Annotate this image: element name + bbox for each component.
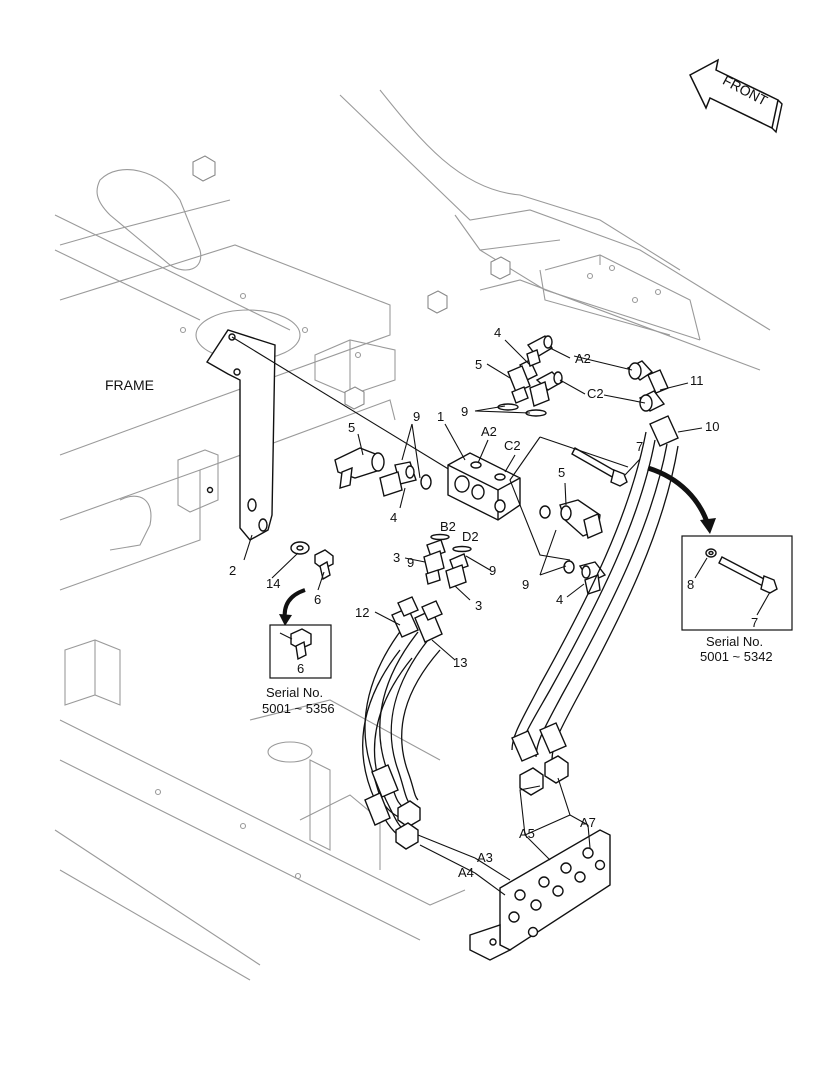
callout-6: 6 <box>314 592 321 607</box>
callout-labels: 4 5 A2 C2 9 9 1 A2 C2 5 4 B2 D2 9 9 3 3 … <box>229 325 719 880</box>
inset-left-serial-range: 5001 ~ 5356 <box>262 701 335 716</box>
callout-2: 2 <box>229 563 236 578</box>
callout-3: 3 <box>393 550 400 565</box>
callout-9: 9 <box>461 404 468 419</box>
callout-5: 5 <box>348 420 355 435</box>
hose-assembly-10-11 <box>511 360 679 796</box>
inset-left: 6 Serial No. 5001 ~ 5356 <box>262 624 335 716</box>
inset-right-item-7: 7 <box>751 615 758 630</box>
inset-right-serial-title: Serial No. <box>706 634 763 649</box>
inset-right: 8 7 Serial No. 5001 ~ 5342 <box>681 535 793 664</box>
callout-a5: A5 <box>519 826 535 841</box>
callout-13: 13 <box>453 655 467 670</box>
callout-5: 5 <box>475 357 482 372</box>
callout-12: 12 <box>355 605 369 620</box>
manifold-block <box>447 452 521 521</box>
callout-14: 14 <box>266 576 280 591</box>
adapter-3-right <box>445 553 469 589</box>
elbow-fitting-left-5 <box>334 447 385 489</box>
callout-4: 4 <box>556 592 563 607</box>
pointer-arrow-right <box>647 465 716 534</box>
callout-c2: C2 <box>587 386 604 401</box>
callout-4: 4 <box>390 510 397 525</box>
callout-4: 4 <box>494 325 501 340</box>
callout-1: 1 <box>437 409 444 424</box>
callout-7: 7 <box>636 439 643 454</box>
callout-c2: C2 <box>504 438 521 453</box>
connector-5-top <box>507 365 531 404</box>
mounting-plate <box>469 829 611 961</box>
inset-right-item-8: 8 <box>687 577 694 592</box>
leader-lines <box>243 339 703 896</box>
callout-9: 9 <box>522 577 529 592</box>
elbow-fitting-left-4 <box>379 461 417 497</box>
inset-right-serial-range: 5001 ~ 5342 <box>700 649 773 664</box>
elbow-fitting-right-5 <box>559 499 603 539</box>
inset-left-serial-title: Serial No. <box>266 685 323 700</box>
callout-d2: D2 <box>462 529 479 544</box>
callout-a2: A2 <box>481 424 497 439</box>
callout-5: 5 <box>558 465 565 480</box>
callout-a7: A7 <box>580 815 596 830</box>
callout-a3: A3 <box>477 850 493 865</box>
elbow-fitting-right-4 <box>578 561 607 595</box>
elbow-fitting-top-a <box>519 335 553 381</box>
hose-assembly-12-13 <box>361 596 443 850</box>
long-bolt-7 <box>571 447 628 487</box>
pointer-arrow-left <box>279 588 306 626</box>
washer-14 <box>290 541 310 555</box>
callout-a4: A4 <box>458 865 474 880</box>
adapter-3-left <box>423 539 446 585</box>
callout-10: 10 <box>705 419 719 434</box>
front-arrow: FRONT <box>689 58 783 134</box>
bolt-6 <box>314 549 334 581</box>
callout-9: 9 <box>489 563 496 578</box>
callout-11: 11 <box>690 373 704 388</box>
elbow-fitting-top-b <box>529 371 564 407</box>
inset-left-item: 6 <box>297 661 304 676</box>
callout-9: 9 <box>413 409 420 424</box>
callout-9: 9 <box>407 555 414 570</box>
frame-background <box>54 89 771 981</box>
bracket-part <box>206 329 276 541</box>
callout-a2: A2 <box>575 351 591 366</box>
callout-3: 3 <box>475 598 482 613</box>
callout-b2: B2 <box>440 519 456 534</box>
frame-label: FRAME <box>105 377 154 393</box>
